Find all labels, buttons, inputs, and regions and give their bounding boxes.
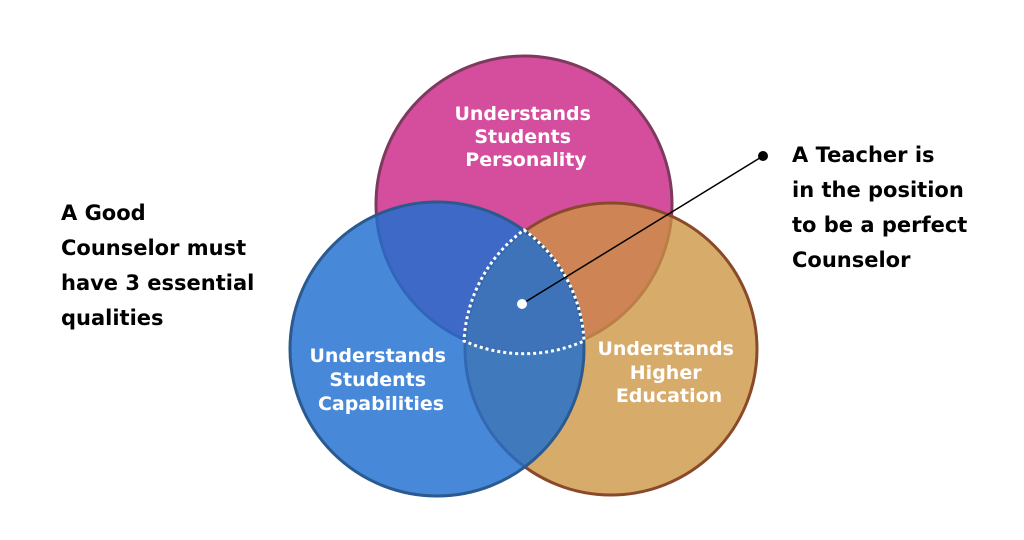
black-dot-icon <box>758 151 768 161</box>
circle-higher-education-label: Understands Higher Education <box>597 338 740 407</box>
left-note-line: have 3 essential <box>61 271 255 295</box>
circle-capabilities-line: Students <box>329 369 426 391</box>
right-note-line: Counselor <box>792 248 911 272</box>
circle-personality-label: Understands Students Personality <box>454 103 597 171</box>
circle-capabilities-line: Capabilities <box>318 393 444 415</box>
circle-personality-line: Students <box>474 126 571 148</box>
circle-capabilities-label: Understands Students Capabilities <box>309 345 452 415</box>
left-note-line: Counselor must <box>61 236 247 260</box>
center-intersection-outline <box>462 228 586 356</box>
circle-higher-education-line: Understands <box>597 338 733 360</box>
right-note: A Teacher is in the position to be a per… <box>792 138 967 278</box>
left-note-line: A Good <box>61 201 146 225</box>
right-note-line: in the position <box>792 178 964 202</box>
right-note-line: to be a perfect <box>792 213 968 237</box>
circle-capabilities-line: Understands <box>309 345 445 367</box>
left-note: A Good Counselor must have 3 essential q… <box>61 196 254 336</box>
left-note-line: qualities <box>61 306 164 330</box>
circle-personality-line: Understands <box>454 103 590 125</box>
white-dot-icon <box>517 299 527 309</box>
circle-higher-education-line: Education <box>616 385 722 407</box>
pointer-line <box>521 155 764 305</box>
circle-capabilities <box>288 200 586 498</box>
right-note-line: A Teacher is <box>792 143 935 167</box>
circle-personality-line: Personality <box>465 149 587 171</box>
circle-higher-education-line: Higher <box>630 362 702 384</box>
